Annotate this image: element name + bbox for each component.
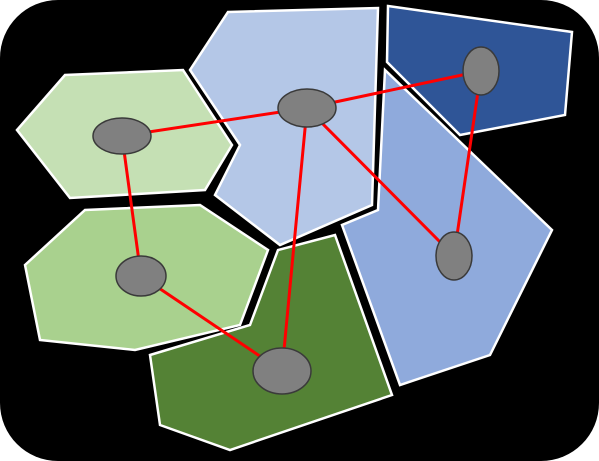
edges-layer xyxy=(120,69,483,373)
edge-green-hexagon-to-dark-green-polygon xyxy=(139,274,284,373)
dark-blue-polygon-node xyxy=(462,46,500,96)
edge-light-blue-polygon-to-dark-green-polygon xyxy=(280,106,309,373)
edge-dark-blue-polygon-to-periwinkle-polygon xyxy=(452,69,483,258)
nodes-layer xyxy=(92,46,500,395)
dark-green-polygon xyxy=(148,233,394,452)
green-hexagon-node xyxy=(115,255,167,297)
periwinkle-polygon xyxy=(340,67,554,387)
edge-light-green-hexagon-to-light-blue-polygon xyxy=(120,106,309,138)
dark-green-polygon-node xyxy=(252,347,312,395)
light-blue-polygon xyxy=(188,6,380,247)
light-green-hexagon-node xyxy=(92,117,152,155)
edge-light-blue-polygon-to-dark-blue-polygon xyxy=(305,69,483,110)
edge-light-green-hexagon-to-green-hexagon xyxy=(120,134,143,278)
periwinkle-polygon-node xyxy=(435,231,473,281)
light-blue-polygon-node xyxy=(277,88,337,128)
edge-light-blue-polygon-to-periwinkle-polygon xyxy=(305,106,456,258)
